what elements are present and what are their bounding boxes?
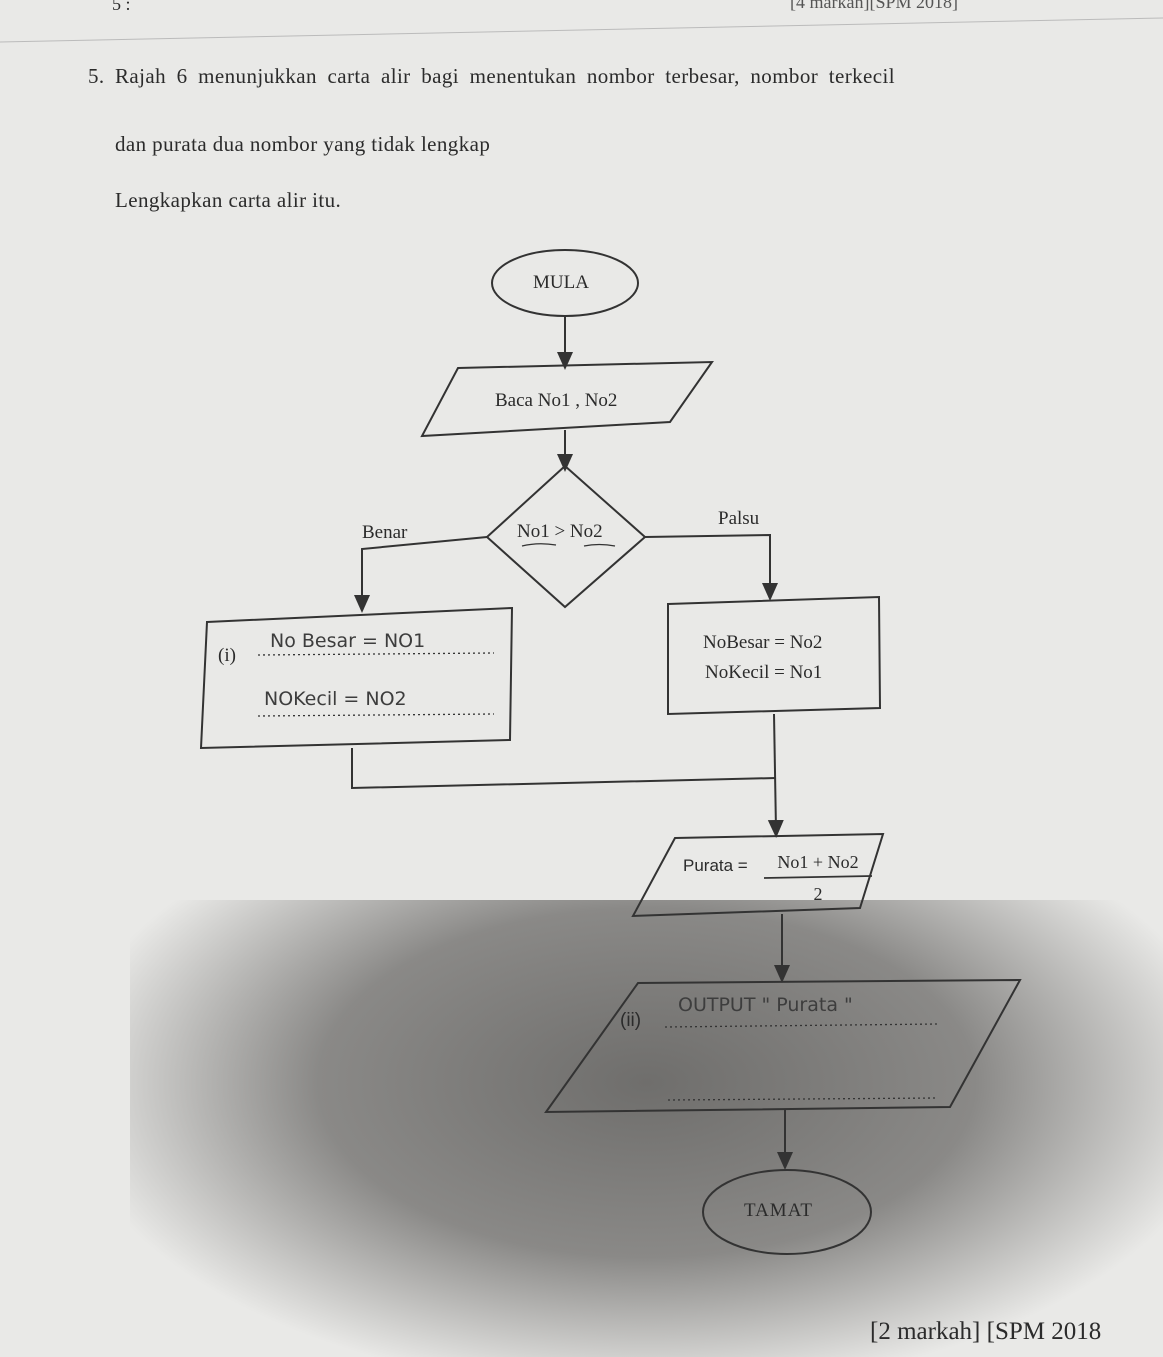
average-numerator: No1 + No2: [777, 852, 859, 872]
answer-line-i-1: [257, 652, 495, 656]
average-lhs: Purata =: [683, 856, 748, 875]
question-line-1: Rajah 6 menunjukkan carta alir bagi mene…: [115, 64, 895, 88]
blank-i-answer-2: NOKecil = NO2: [264, 688, 407, 710]
false-process-line-1: NoBesar = No2: [703, 632, 823, 653]
process-box-i: [199, 606, 514, 750]
decision-diamond: [485, 464, 647, 609]
answer-line-ii-1: [664, 1023, 939, 1028]
question-line-2: dan purata dua nombor yang tidak lengkap: [115, 132, 491, 156]
arrow-to-average: [767, 713, 784, 838]
true-branch-label: Benar: [362, 522, 408, 543]
arrow-true-branch: [354, 536, 488, 613]
output-parallelogram: [544, 978, 1022, 1114]
blank-ii-answer: OUTPUT " Purata ": [678, 994, 853, 1016]
process-box-false: [667, 595, 882, 716]
blank-ii-label: (ii): [620, 1010, 642, 1031]
question-number: 5.: [88, 64, 105, 88]
blank-i-answer-1: No Besar = NO1: [270, 630, 426, 652]
start-label: MULA: [533, 272, 589, 293]
false-branch-label: Palsu: [718, 508, 760, 529]
average-parallelogram: [631, 832, 885, 918]
input-label: Baca No1 , No2: [495, 390, 618, 411]
end-terminal: [702, 1169, 872, 1255]
arrow-false-branch: [644, 533, 778, 601]
blank-i-label: (i): [218, 645, 236, 666]
average-denominator: 2: [813, 884, 823, 904]
answer-line-ii-2: [667, 1097, 939, 1101]
end-label: TAMAT: [744, 1200, 813, 1221]
previous-marks-label: [4 markah][SPM 2018]: [790, 0, 958, 12]
question-line-3: Lengkapkan carta alir itu.: [115, 188, 342, 212]
answer-line-i-2: [257, 713, 495, 717]
handwritten-underline-1: [521, 543, 557, 547]
false-process-line-2: NoKecil = No1: [705, 662, 823, 683]
fraction-bar: [763, 875, 873, 879]
marks-footer: [2 markah] [SPM 2018: [870, 1318, 1102, 1345]
input-parallelogram: [420, 360, 714, 438]
page-fold-line: [0, 17, 1163, 43]
decision-label: No1 > No2: [517, 521, 603, 542]
page-corner-label: 5 :: [112, 0, 131, 14]
handwritten-underline-2: [583, 543, 616, 547]
merge-line-left: [351, 748, 777, 790]
